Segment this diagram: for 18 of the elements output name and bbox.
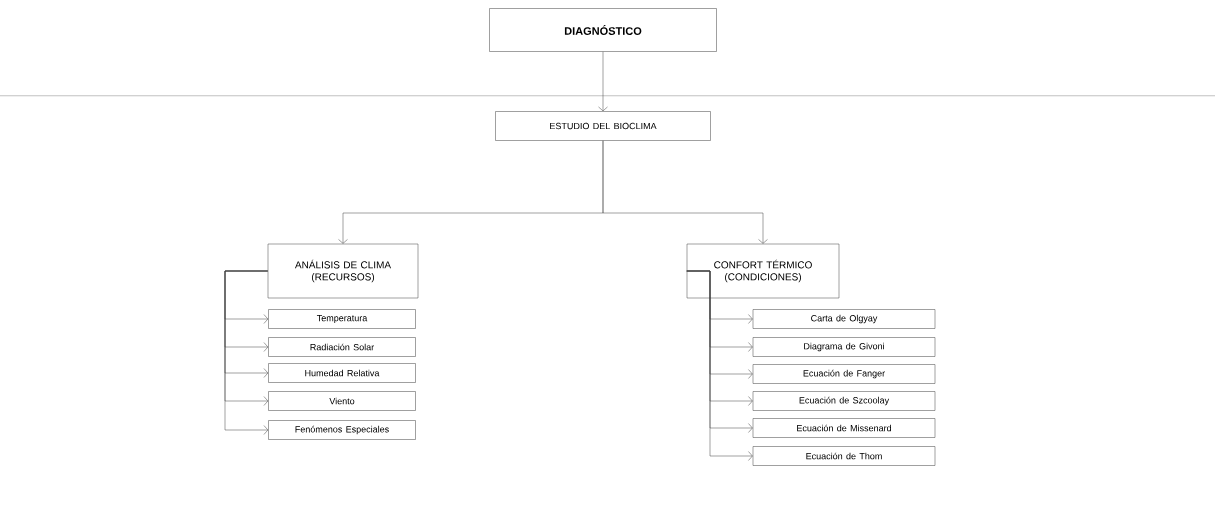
item-box: Ecuación de Szcoolay [752,391,936,411]
item-box: Humedad Relativa [268,363,416,383]
arrow [602,140,768,244]
category-box: CONFORT TÉRMICO (CONDICIONES) [686,243,840,299]
item-box: Fenómenos Especiales [268,420,416,440]
item-box: Radiación Solar [268,337,416,357]
category-box: ANÁLISIS DE CLIMA (RECURSOS) [267,243,419,299]
arrow [598,51,608,112]
item-box: Carta de Olgyay [752,309,936,329]
item-box: Ecuación de Fanger [752,364,936,384]
title-box: DIAGNÓSTICO [489,8,717,52]
item-box: Viento [268,391,416,411]
item-box: Temperatura [268,309,416,329]
item-box: Ecuación de Missenard [752,418,936,438]
item-box: Diagrama de Givoni [752,337,936,357]
process-box: ESTUDIO DEL BIOCLIMA [495,111,711,141]
item-box: Ecuación de Thom [752,446,936,466]
arrow [224,270,269,435]
